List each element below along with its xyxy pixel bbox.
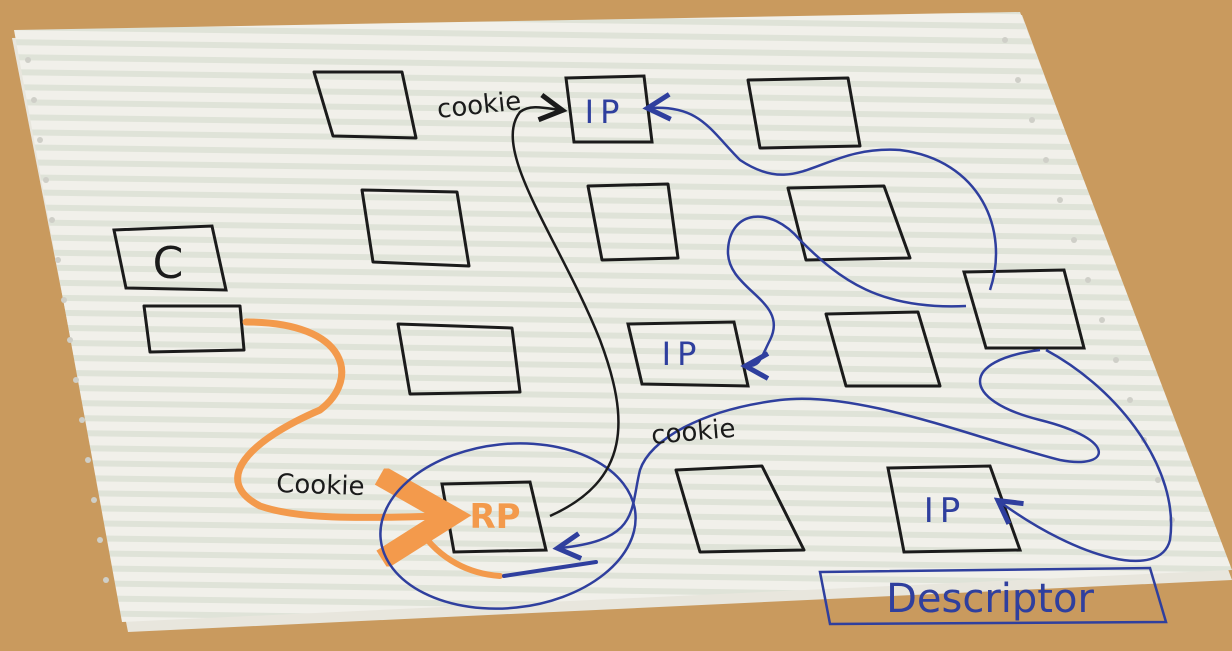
relay-box <box>746 76 862 150</box>
black-cookie-path <box>511 107 620 518</box>
relay-box <box>674 464 806 554</box>
client-label: C <box>153 238 184 289</box>
client-node: C <box>112 224 228 292</box>
relay-nodes <box>142 70 942 554</box>
relay-box <box>312 70 418 140</box>
intro-point-middle: IP <box>626 320 750 388</box>
descriptor-box: Descriptor <box>818 566 1168 626</box>
relay-box <box>142 304 246 354</box>
relay-box <box>586 182 680 262</box>
blue-path-to-middle-ip <box>726 215 967 366</box>
orange-cookie-path <box>234 318 444 517</box>
blue-cookie-path-to-rp <box>560 348 1100 548</box>
relay-box <box>396 322 522 396</box>
perforation-left <box>25 57 109 583</box>
intro-point-label: IP <box>585 93 626 131</box>
cookie-label-blue: cookie <box>650 414 737 451</box>
relay-box <box>786 184 912 262</box>
relay-box <box>824 310 942 388</box>
intro-point-bottom: IP <box>886 464 1023 554</box>
orange-return-path <box>417 527 503 579</box>
paper-sheet <box>14 12 1232 622</box>
intro-point-label: IP <box>662 335 703 373</box>
rendezvous-circle <box>379 442 637 610</box>
cookie-label-orange: Cookie <box>276 469 365 502</box>
intro-point-top: IP <box>564 74 654 144</box>
service-node <box>962 268 1086 350</box>
relay-box <box>360 188 471 268</box>
descriptor-label: Descriptor <box>886 576 1094 622</box>
blue-path-to-top-ip <box>650 108 998 291</box>
intro-point-label: IP <box>924 491 967 531</box>
rendezvous-label: RP <box>469 497 520 537</box>
blue-link-under-rp <box>502 560 598 578</box>
blue-path-to-bottom-ip <box>1000 348 1173 563</box>
